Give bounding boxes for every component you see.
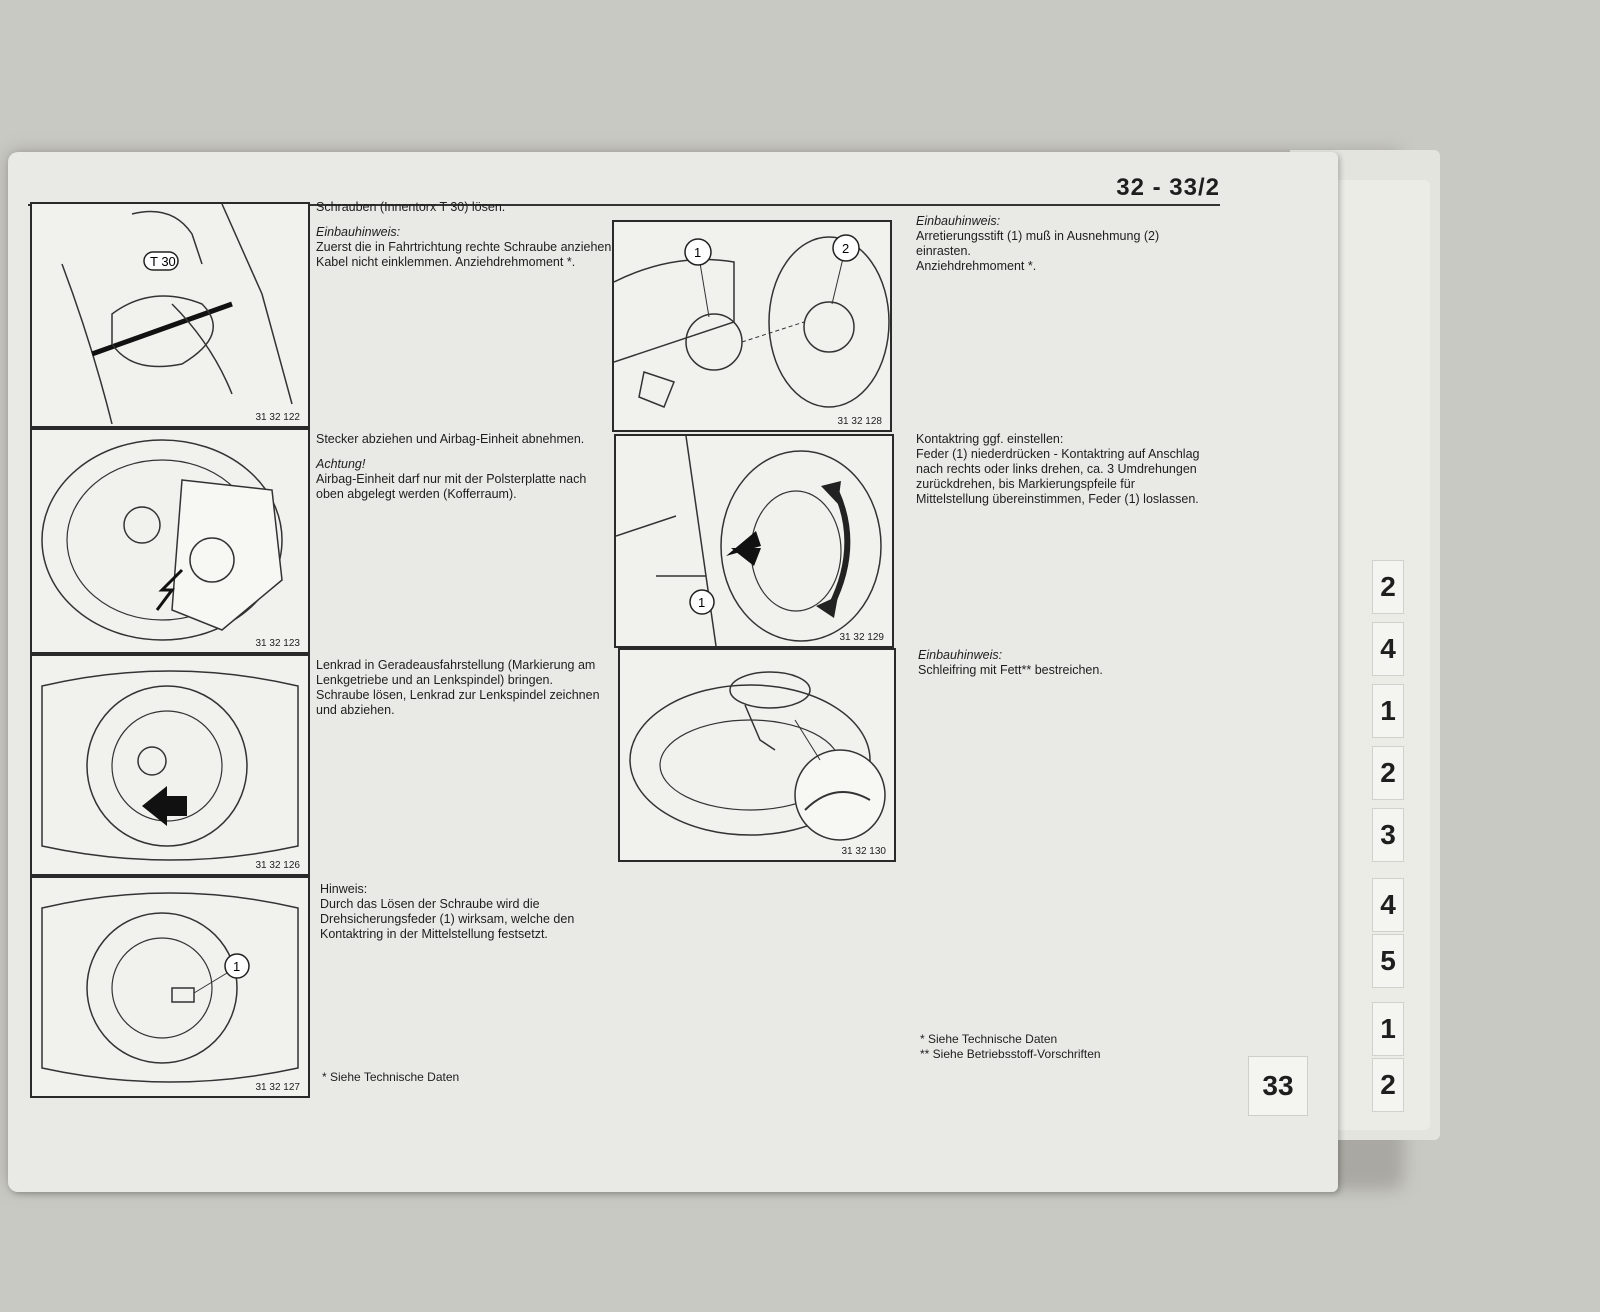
register-tab[interactable]: 5	[1372, 934, 1404, 988]
figure-torx-screws-drawing: T 30	[61, 204, 293, 425]
note-title: Einbauhinweis:	[316, 225, 401, 239]
figure-contact-ring: 1 31 32 129	[614, 434, 894, 648]
step-4-text: Hinweis: Durch das Lösen der Schraube wi…	[320, 882, 620, 952]
figure-contact-ring-drawing: 1	[616, 436, 882, 646]
callout-1: 1	[233, 959, 240, 974]
note-body: Zuerst die in Fahrtrichtung rechte Schra…	[316, 240, 615, 254]
register-tab[interactable]: 2	[1372, 746, 1404, 800]
hint-body: Durch das Lösen der Schraube wird die Dr…	[320, 897, 575, 941]
callout-1: 1	[694, 245, 701, 260]
step-1-text: Schrauben (Innentorx T 30) lösen. Einbau…	[316, 200, 616, 280]
register-tab[interactable]: 3	[1372, 808, 1404, 862]
figure-number: 31 32 127	[255, 1082, 301, 1093]
figure-number: 31 32 130	[841, 846, 887, 857]
step-6-line: Kontaktring ggf. einstellen:	[916, 432, 1064, 446]
note-body: Anziehdrehmoment *.	[916, 259, 1037, 273]
register-tab[interactable]: 4	[1372, 878, 1404, 932]
figure-number: 31 32 126	[255, 860, 301, 871]
figure-slip-ring: 31 32 130	[618, 648, 896, 862]
footnote-left: * Siehe Technische Daten	[322, 1070, 460, 1084]
register-tab[interactable]: 1	[1372, 684, 1404, 738]
note-title: Einbauhinweis:	[918, 648, 1003, 662]
warning-title: Achtung!	[316, 457, 366, 471]
note-title: Einbauhinweis:	[916, 214, 1001, 228]
note-body: Arretierungsstift (1) muß in Ausnehmung …	[916, 229, 1160, 258]
callout-2: 2	[842, 241, 849, 256]
step-2-line: Stecker abziehen und Airbag-Einheit abne…	[316, 432, 585, 446]
register-tab[interactable]: 1	[1372, 1002, 1404, 1056]
figure-slip-ring-drawing	[629, 671, 886, 841]
manual-page: 32 - 33/2 T 30 31 32 122	[8, 152, 1338, 1192]
figure-number: 31 32 122	[255, 412, 301, 423]
figure-number: 31 32 129	[839, 632, 885, 643]
figure-locking-pin-drawing: 1 2	[614, 234, 890, 408]
step-1-line: Schrauben (Innentorx T 30) lösen.	[316, 200, 506, 214]
step-3-line: Schraube lösen, Lenkrad zur Lenkspindel …	[316, 688, 600, 717]
register-tab[interactable]: 2	[1372, 1058, 1404, 1112]
warning-body: Airbag-Einheit darf nur mit der Polsterp…	[316, 472, 587, 501]
chapter-tab[interactable]: 33	[1248, 1056, 1308, 1116]
note-body: Schleifring mit Fett** bestreichen.	[918, 663, 1103, 677]
footnote-right-2: ** Siehe Betriebsstoff-Vorschriften	[920, 1047, 1101, 1061]
step-2-text: Stecker abziehen und Airbag-Einheit abne…	[316, 432, 616, 512]
figure-steering-wheel-screw: 31 32 126	[30, 654, 310, 876]
step-6-text: Kontaktring ggf. einstellen: Feder (1) n…	[916, 432, 1206, 517]
figure-torx-screws: T 30 31 32 122	[30, 202, 310, 428]
hint-title: Hinweis:	[320, 882, 368, 896]
figure-airbag-unit: 31 32 123	[30, 428, 310, 654]
header-rule	[28, 204, 1220, 206]
torx-label: T 30	[150, 254, 176, 269]
step-6-line: Feder (1) niederdrücken - Kontaktring au…	[916, 447, 1200, 506]
step-3-line: Lenkrad in Geradeausfahrstellung (Markie…	[316, 658, 596, 687]
figure-steering-wheel-screw-drawing	[41, 670, 299, 861]
footnote-right-1: * Siehe Technische Daten	[920, 1032, 1058, 1046]
step-5-text: Einbauhinweis: Arretierungsstift (1) muß…	[916, 214, 1206, 284]
figure-locking-pin: 1 2 31 32 128	[612, 220, 892, 432]
register-tab[interactable]: 4	[1372, 622, 1404, 676]
step-7-text: Einbauhinweis: Schleifring mit Fett** be…	[918, 648, 1208, 688]
figure-number: 31 32 123	[255, 638, 301, 649]
figure-rotation-lock-spring-drawing: 1	[41, 892, 299, 1083]
figure-airbag-unit-drawing	[41, 439, 283, 641]
callout-1: 1	[698, 595, 705, 610]
note-body: Kabel nicht einklemmen. Anziehdrehmoment…	[316, 255, 576, 269]
figure-number: 31 32 128	[837, 416, 883, 427]
figure-rotation-lock-spring: 1 31 32 127	[30, 876, 310, 1098]
register-tab[interactable]: 2	[1372, 560, 1404, 614]
page-number: 32 - 33/2	[1116, 174, 1220, 201]
step-3-text: Lenkrad in Geradeausfahrstellung (Markie…	[316, 658, 616, 728]
